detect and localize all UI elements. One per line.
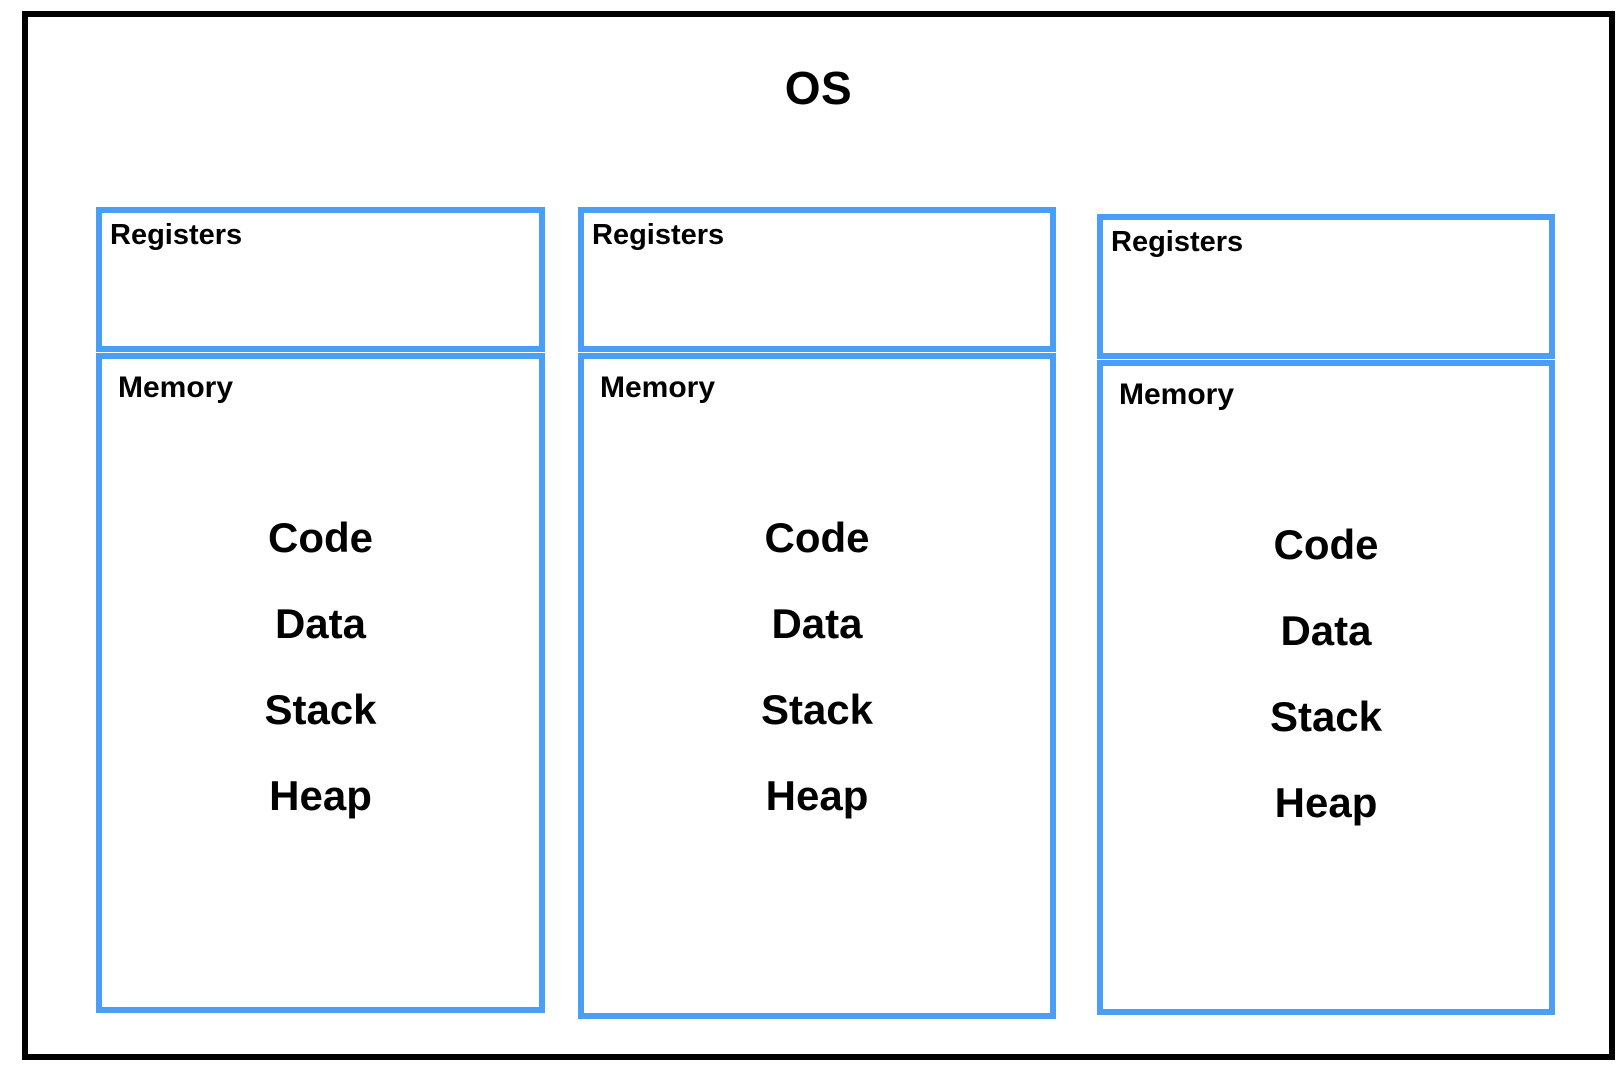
process-box-1: Registers Memory Code Data Stack Heap — [96, 207, 545, 1013]
memory-segment-stack: Stack — [760, 685, 874, 733]
os-title: OS — [784, 62, 853, 114]
registers-section-3: Registers — [1097, 214, 1555, 359]
memory-segment-data: Data — [771, 599, 863, 647]
memory-label: Memory — [118, 371, 234, 404]
memory-segment-stack: Stack — [264, 685, 377, 733]
registers-label: Registers — [110, 219, 243, 251]
memory-segment-code: Code — [268, 513, 373, 561]
registers-label: Registers — [592, 219, 725, 251]
memory-segment-code: Code — [1273, 520, 1379, 568]
memory-segments-1: Code Data Stack Heap — [102, 514, 539, 820]
memory-section-3: Memory Code Data Stack Heap — [1097, 360, 1555, 1015]
registers-section-2: Registers — [578, 207, 1056, 352]
memory-segments-2: Code Data Stack Heap — [584, 514, 1050, 820]
memory-segments-3: Code Data Stack Heap — [1103, 521, 1549, 827]
registers-label: Registers — [1111, 226, 1244, 258]
memory-segment-stack: Stack — [1269, 692, 1383, 740]
process-box-2: Registers Memory Code Data Stack Heap — [578, 207, 1056, 1019]
memory-segment-heap: Heap — [269, 771, 372, 819]
registers-section-1: Registers — [96, 207, 545, 352]
memory-segment-heap: Heap — [1274, 778, 1378, 826]
memory-label: Memory — [600, 371, 716, 404]
process-box-3: Registers Memory Code Data Stack Heap — [1097, 214, 1555, 1015]
memory-segment-code: Code — [764, 513, 870, 561]
memory-segment-data: Data — [274, 599, 367, 647]
memory-label: Memory — [1119, 378, 1235, 411]
memory-section-1: Memory Code Data Stack Heap — [96, 353, 545, 1013]
memory-section-2: Memory Code Data Stack Heap — [578, 353, 1056, 1019]
memory-segment-heap: Heap — [765, 771, 869, 819]
memory-segment-data: Data — [1280, 606, 1372, 654]
